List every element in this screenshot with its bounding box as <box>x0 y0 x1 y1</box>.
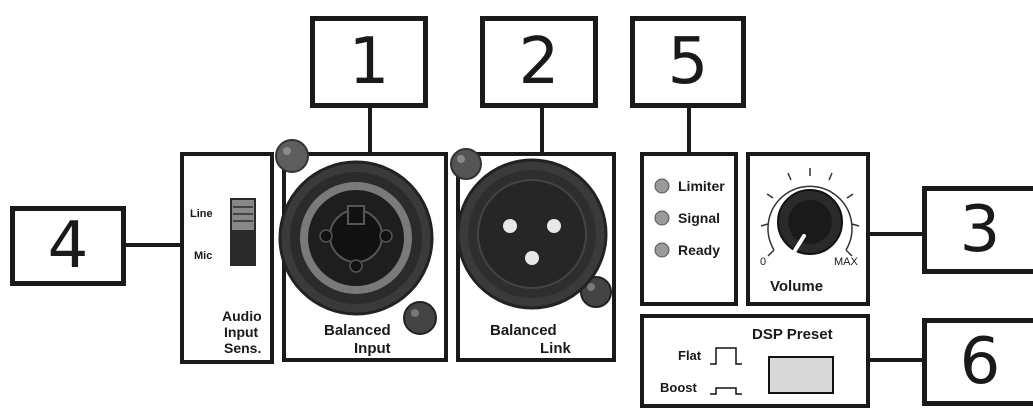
volume-label: Volume <box>770 278 824 295</box>
volume-panel: 0 MAX Volume <box>746 152 870 306</box>
signal-led-icon <box>654 210 670 226</box>
callout-1: 1 <box>310 16 428 108</box>
limiter-label: Limiter <box>678 178 725 194</box>
sensitivity-panel: Line Mic Audio Input Sens. <box>180 152 274 364</box>
callout-3: 3 <box>922 186 1033 274</box>
sensitivity-title-1: Audio <box>222 308 262 324</box>
balanced-link-label-1: Balanced <box>490 322 557 339</box>
callout-4-leader <box>124 243 182 247</box>
signal-label: Signal <box>678 210 721 226</box>
line-label: Line <box>190 208 213 220</box>
flat-label: Flat <box>678 348 702 363</box>
callout-2: 2 <box>480 16 598 108</box>
balanced-input-label-1: Balanced <box>324 322 391 339</box>
callout-2-leader <box>540 106 544 154</box>
volume-knob-icon[interactable] <box>758 164 862 264</box>
callout-5: 5 <box>630 16 746 108</box>
boost-indicator-icon <box>710 387 742 395</box>
dsp-preset-button[interactable] <box>768 356 834 394</box>
dsp-title: DSP Preset <box>752 326 833 343</box>
balanced-input-label-2: Input <box>354 340 391 357</box>
balanced-link-label-2: Link <box>540 340 571 357</box>
callout-6: 6 <box>922 318 1033 406</box>
volume-min-label: 0 <box>760 256 767 268</box>
mic-label: Mic <box>194 250 213 262</box>
callout-6-leader <box>868 358 926 362</box>
dsp-panel: DSP Preset Flat Boost <box>640 314 870 408</box>
flat-indicator-icon <box>710 347 742 365</box>
combo-jack-icon[interactable] <box>270 139 450 340</box>
sensitivity-title-3: Sens. <box>224 340 262 356</box>
sensitivity-switch[interactable] <box>230 198 256 266</box>
ready-label: Ready <box>678 242 721 258</box>
callout-1-leader <box>368 106 372 154</box>
callout-4: 4 <box>10 206 126 286</box>
boost-label: Boost <box>660 380 697 395</box>
sensitivity-title-2: Input <box>224 324 259 340</box>
limiter-led-icon <box>654 178 670 194</box>
volume-max-label: MAX <box>834 256 858 268</box>
ready-led-icon <box>654 242 670 258</box>
callout-3-leader <box>868 232 926 236</box>
xlr-link-jack-icon[interactable] <box>446 140 622 330</box>
led-panel: Limiter Signal Ready <box>640 152 738 306</box>
callout-5-leader <box>687 106 691 154</box>
